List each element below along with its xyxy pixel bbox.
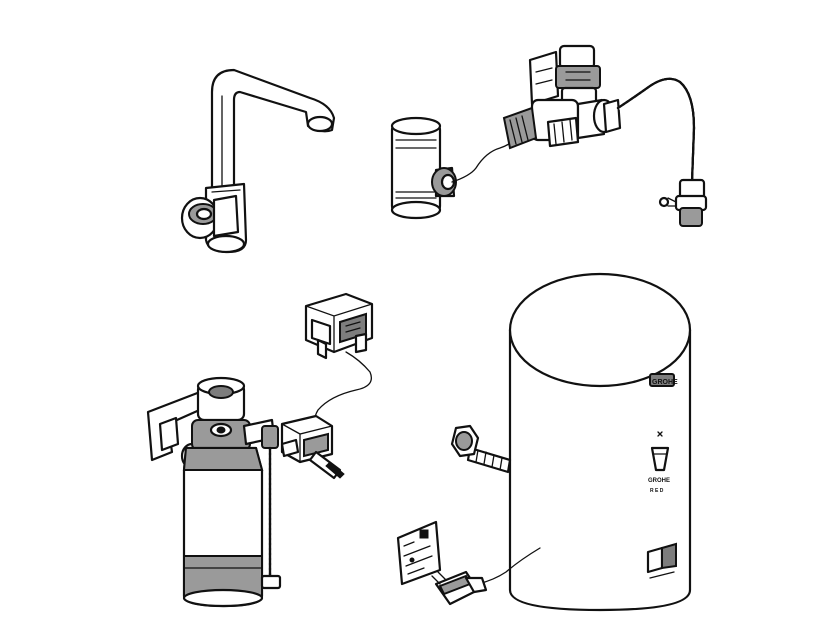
boiler-side-brand: GROHE	[648, 478, 670, 484]
boiler-tank: GROHE GROHE R E D	[450, 272, 692, 612]
boiler-side-small-text: R E D	[650, 488, 664, 494]
thermostatic-mixing-valve-assembly	[502, 44, 708, 227]
power-adapter-plug	[431, 570, 488, 606]
boiler-brand-badge: GROHE	[652, 379, 678, 386]
mixing-valve-tee	[390, 116, 519, 220]
filter-with-bracket-and-solenoid-valve	[146, 376, 345, 608]
instruction-label	[396, 520, 442, 586]
kitchen-faucet	[180, 68, 336, 254]
electronics-control-box	[304, 292, 374, 431]
